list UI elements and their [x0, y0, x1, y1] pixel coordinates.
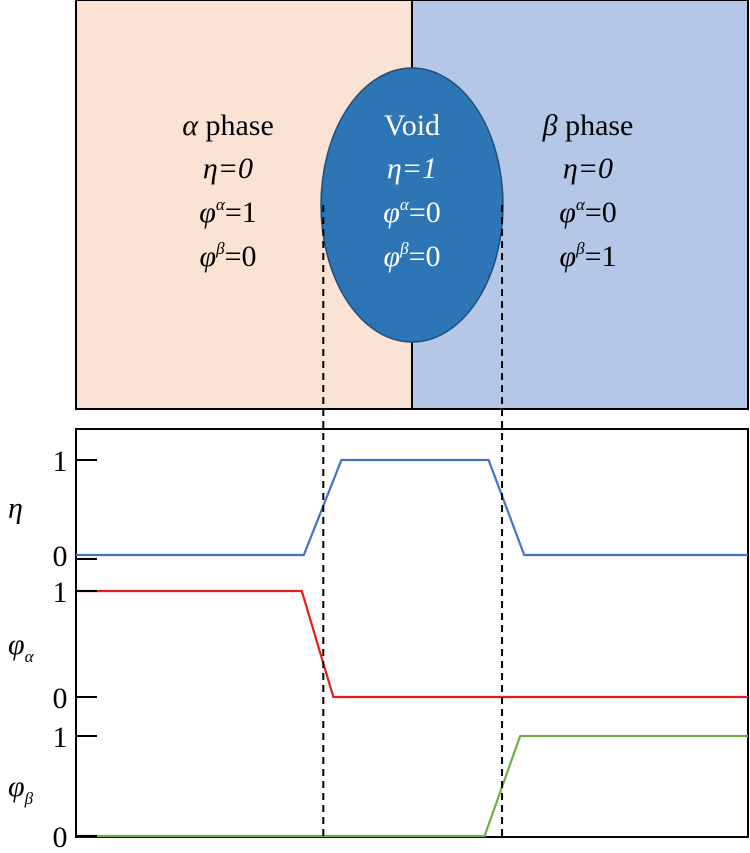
alpha-phi-a-val: =1: [225, 196, 257, 229]
svg-text:β phase: β phase: [542, 109, 634, 142]
void-eta: η=1: [387, 152, 437, 185]
beta-phi-b-sym: φ: [560, 240, 577, 273]
phi-beta-curve: [76, 734, 748, 838]
alpha-phi-b-sup: β: [215, 239, 225, 258]
beta-phi-a-sup: α: [576, 195, 586, 214]
void-phi-b-val: =0: [409, 240, 441, 273]
eta-tick-label-0: 0: [53, 540, 68, 573]
beta-phi-b-val: =1: [585, 240, 617, 273]
alpha-phi-a-sup: α: [216, 195, 226, 214]
svg-text:φα=1: φα=1: [199, 195, 256, 229]
alpha-phi-a-sym: φ: [199, 196, 216, 229]
void-phi-a-sym: φ: [383, 196, 400, 229]
svg-text:φβ=0: φβ=0: [200, 239, 257, 273]
void-phi-a-val: =0: [409, 196, 441, 229]
beta-labels: β phase η=0 φα=0 φβ=1: [542, 109, 634, 273]
beta-eta: η=0: [563, 152, 613, 185]
svg-text:φα=0: φα=0: [383, 195, 440, 229]
svg-text:α phase: α phase: [182, 109, 274, 142]
alpha-title: phase: [198, 109, 274, 142]
void-title: Void: [384, 109, 440, 142]
profile-frame: [75, 428, 749, 838]
eta-axis-label: η: [8, 492, 23, 525]
beta-phi-a-val: =0: [585, 196, 617, 229]
beta-title: phase: [558, 109, 634, 142]
alpha-phi-b-sym: φ: [200, 240, 217, 273]
alpha-eta: η=0: [203, 152, 253, 185]
phi-alpha-tick-label-1: 1: [53, 576, 68, 609]
svg-text:φβ=0: φβ=0: [384, 239, 441, 273]
phi-alpha-tick-label-0: 0: [53, 682, 68, 715]
phi-beta-tick-label-1: 1: [53, 721, 68, 754]
alpha-symbol: α: [182, 109, 199, 142]
phi-beta-axis-label: φβ: [8, 770, 34, 808]
void-phi-b-sym: φ: [384, 240, 401, 273]
void-phi-b-sup: β: [399, 239, 409, 258]
svg-text:φβ=1: φβ=1: [560, 239, 617, 273]
alpha-labels: α phase η=0 φα=1 φβ=0: [182, 109, 274, 273]
alpha-phi-b-val: =0: [225, 240, 257, 273]
phi-beta-tick-label-0: 0: [53, 821, 68, 853]
beta-phi-a-sym: φ: [559, 196, 576, 229]
schematic: α phase η=0 φα=1 φβ=0 Void η=1 φα=0 φβ=0…: [75, 0, 749, 410]
phi-alpha-curve: [76, 589, 748, 699]
void-labels: Void η=1 φα=0 φβ=0: [383, 109, 440, 273]
eta-tick-label-1: 1: [53, 445, 68, 478]
eta-curve: [76, 458, 748, 557]
beta-symbol: β: [542, 109, 558, 142]
beta-phi-b-sup: β: [575, 239, 585, 258]
void-phi-a-sup: α: [400, 195, 410, 214]
svg-text:φα=0: φα=0: [559, 195, 616, 229]
phi-alpha-axis-label: φα: [8, 628, 35, 666]
